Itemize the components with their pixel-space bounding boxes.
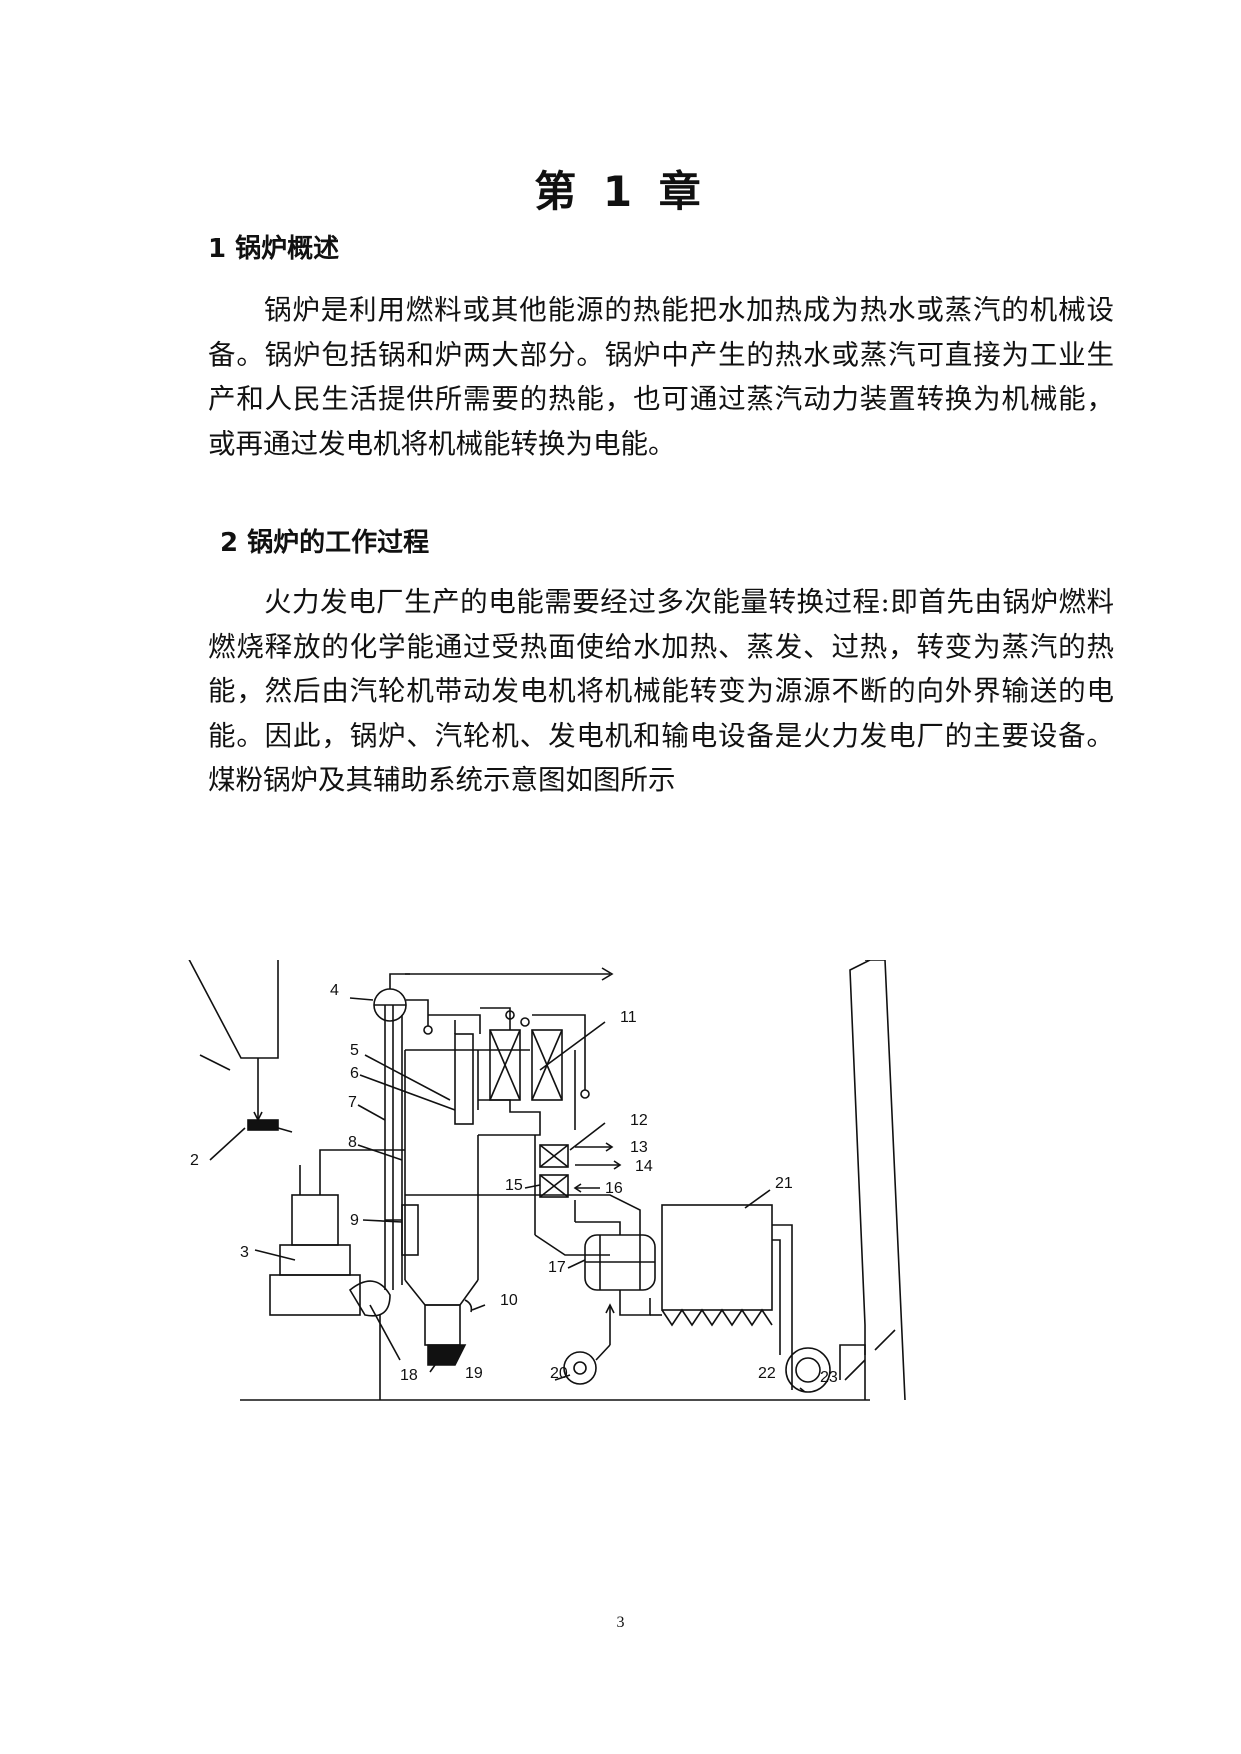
- label-16: 16: [605, 1180, 623, 1197]
- mill-base: [269, 1274, 361, 1316]
- mill-top: [291, 1194, 339, 1246]
- slag-outlet: [464, 1299, 473, 1313]
- nose: [478, 1099, 541, 1136]
- superheater-bank-a: [489, 1029, 521, 1101]
- label-4: 4: [330, 982, 339, 999]
- ah-outlet: [619, 1290, 651, 1316]
- label-5: 5: [350, 1042, 359, 1059]
- id-duct-inner: [772, 1239, 781, 1355]
- chimney-base: [839, 1344, 866, 1400]
- page-number: 3: [616, 1614, 625, 1631]
- chimney-left: [849, 959, 871, 1355]
- economizer-a: [539, 1144, 569, 1168]
- label-6: 6: [350, 1065, 359, 1082]
- label-12: 12: [630, 1112, 648, 1129]
- paragraph-overview: 锅炉是利用燃料或其他能源的热能把水加热成为热水或蒸汽的机械设备。锅炉包括锅和炉两…: [208, 294, 1114, 460]
- label-3: 3: [240, 1244, 249, 1261]
- forced-draft-fan: [563, 1351, 597, 1385]
- label-20: 20: [550, 1365, 568, 1382]
- label-11: 11: [620, 1009, 637, 1026]
- label-2: 2: [190, 1152, 199, 1169]
- label-18: 18: [400, 1367, 418, 1384]
- label-23: 23: [820, 1369, 838, 1386]
- label-15: 15: [505, 1177, 523, 1194]
- primary-fan: [348, 1280, 391, 1317]
- economizer-b: [539, 1174, 569, 1198]
- superheater-bank-b: [531, 1029, 563, 1101]
- label-8: 8: [348, 1134, 357, 1151]
- drum-steam-pipe: [389, 973, 410, 989]
- drum-connector: [406, 999, 429, 1026]
- rh-pipe: [532, 1014, 586, 1090]
- sh-link: [480, 1007, 511, 1030]
- header-circle-1: [423, 1025, 433, 1035]
- coal-bunker: [181, 947, 279, 1059]
- air-duct-top: [405, 1194, 641, 1235]
- feeder-outlet: [277, 1127, 293, 1133]
- induced-draft-fan: [785, 1347, 831, 1393]
- slag-duct: [424, 1304, 461, 1346]
- coal-feeder: [247, 1119, 279, 1131]
- electrostatic-precipitator: [661, 1204, 773, 1311]
- section-heading-working-process: 2 锅炉的工作过程: [220, 528, 430, 558]
- label-14: 14: [635, 1158, 653, 1175]
- esp-hoppers: [661, 1308, 773, 1327]
- label-19: 19: [465, 1365, 483, 1382]
- mill-body: [279, 1244, 351, 1276]
- pc-pipe: [319, 1149, 405, 1165]
- label-10: 10: [500, 1292, 518, 1309]
- burner: [401, 1204, 419, 1256]
- paragraph-working-process: 火力发电厂生产的电能需要经过多次能量转换过程:即首先由锅炉燃料燃烧释放的化学能通…: [208, 586, 1114, 796]
- flue-to-ah: [534, 1234, 610, 1256]
- id-duct-left: [772, 1224, 793, 1390]
- chimney-hatch: [874, 1329, 896, 1351]
- platen-header: [428, 1014, 481, 1034]
- slag-tank: [427, 1344, 467, 1366]
- label-7: 7: [348, 1094, 357, 1111]
- chapter-title: 第 1 章: [534, 167, 707, 216]
- flue-duct: [575, 1221, 621, 1235]
- label-22: 22: [758, 1365, 776, 1382]
- label-17: 17: [548, 1259, 566, 1276]
- boiler-system-diagram: 1 2 3 4 5 6 7 8 9 10 11 12 13 14 15 16 1…: [170, 947, 1040, 1450]
- label-13: 13: [630, 1139, 648, 1156]
- label-9: 9: [350, 1212, 359, 1229]
- chimney-right: [865, 959, 906, 1401]
- label-21: 21: [775, 1175, 793, 1192]
- section-heading-overview: 1 锅炉概述: [208, 234, 340, 264]
- platen-superheater: [454, 1033, 474, 1125]
